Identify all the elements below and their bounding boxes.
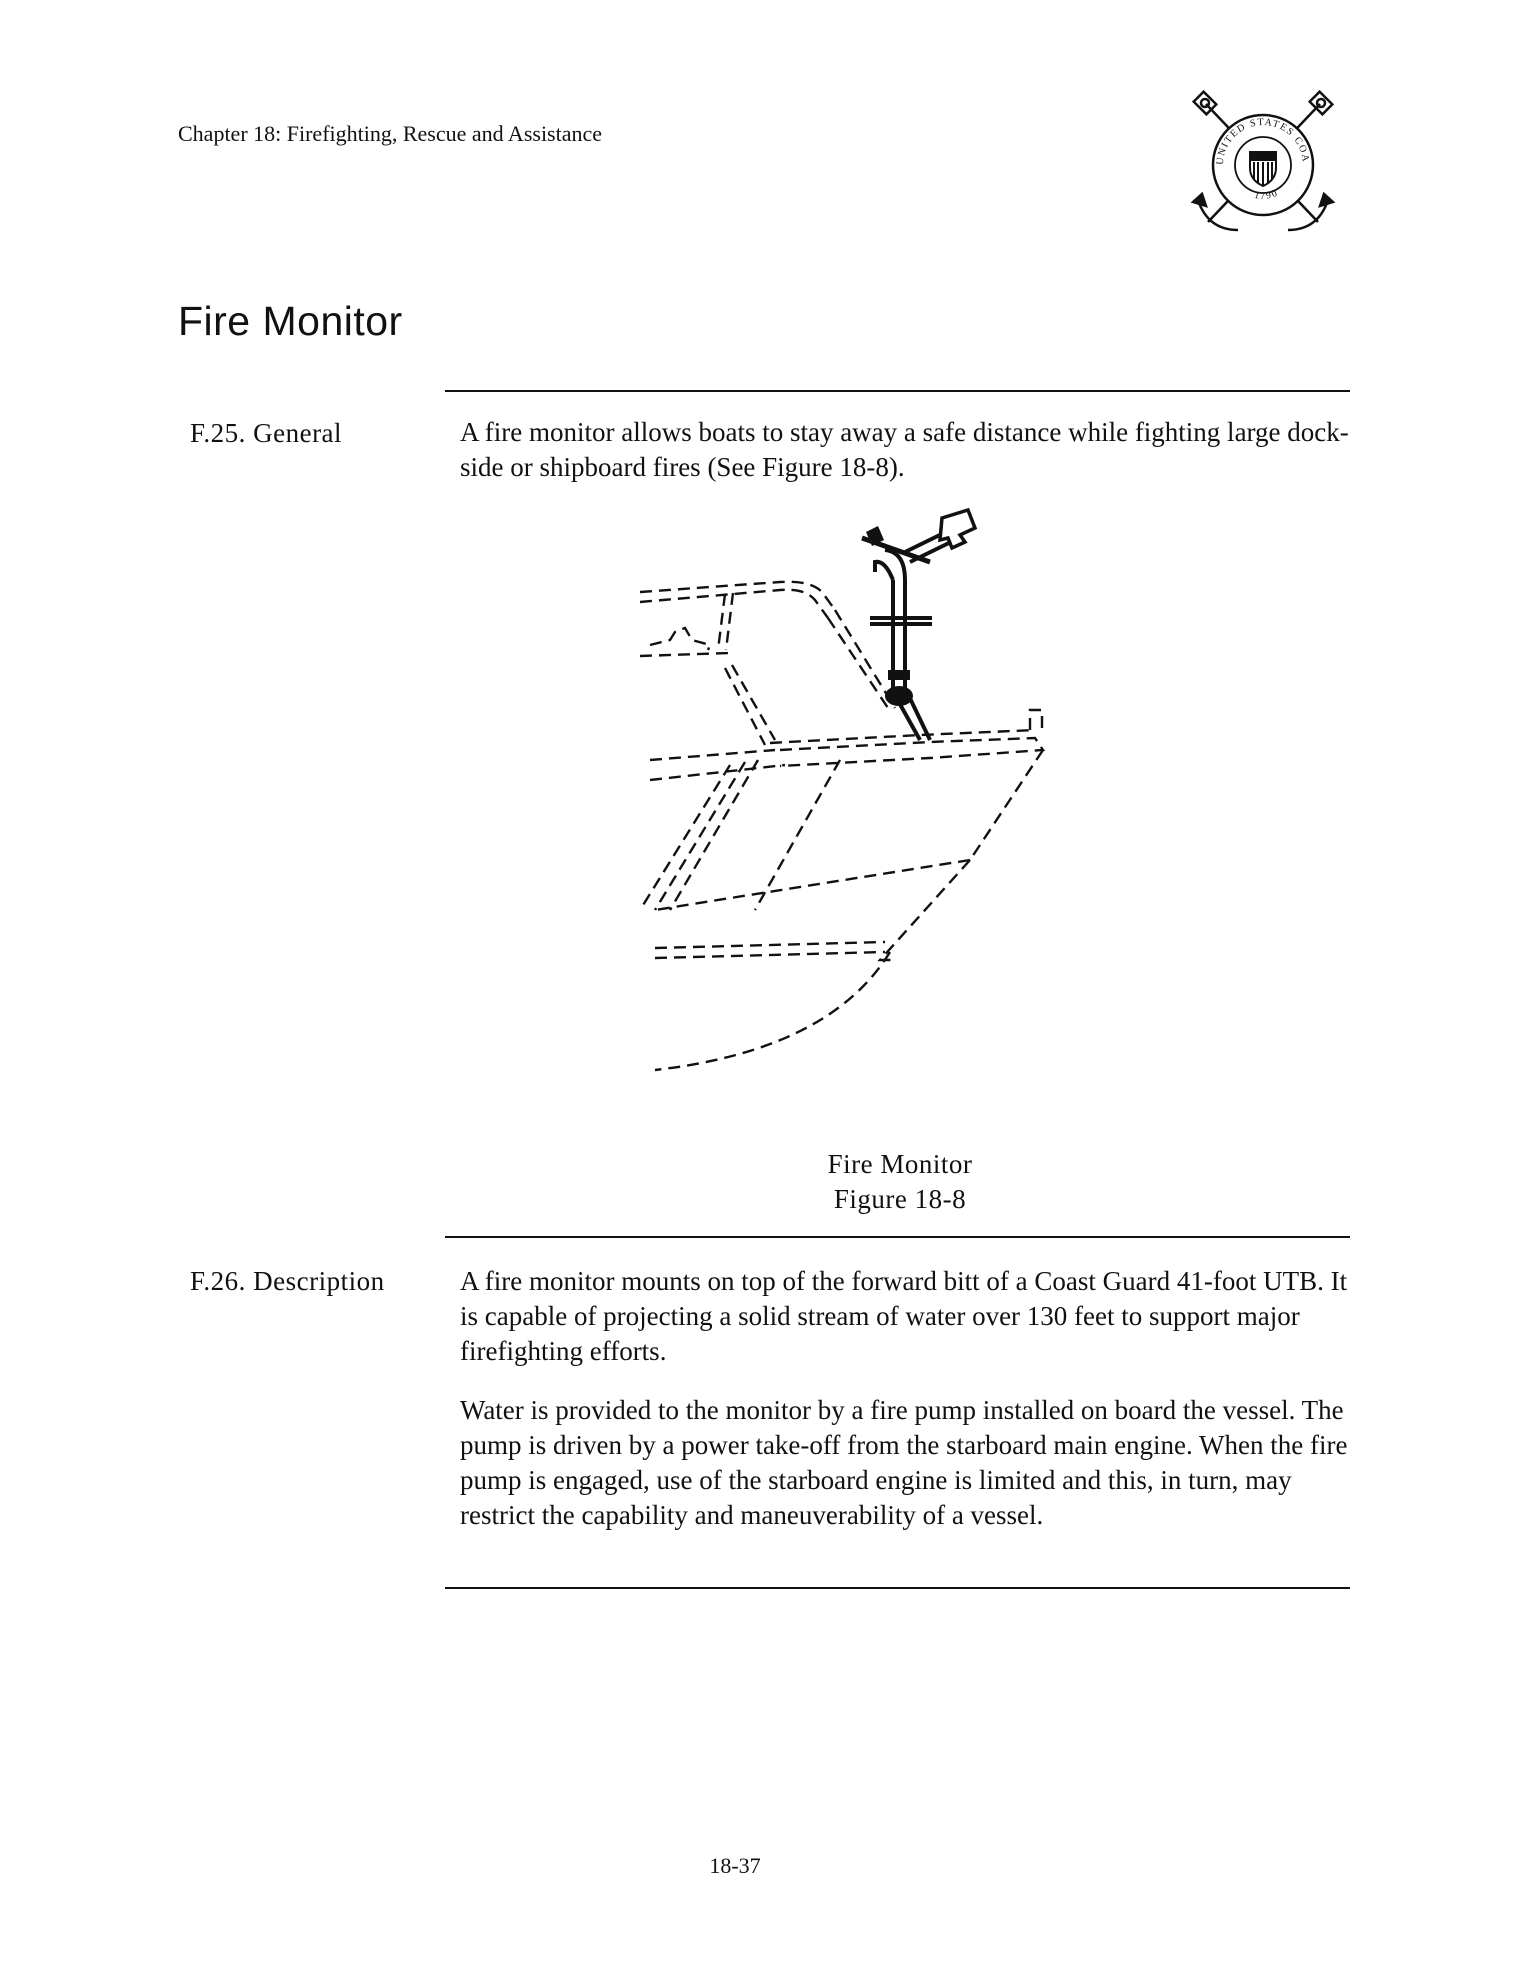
page-title: Fire Monitor xyxy=(178,298,403,344)
coast-guard-seal-icon: UNITED STATES COAST GUARD 1790 xyxy=(1188,90,1336,232)
page-number: 18-37 xyxy=(709,1853,761,1878)
figure-caption-title: Fire Monitor xyxy=(827,1149,973,1179)
subsection-heading-general: F.25. General xyxy=(190,418,343,448)
description-paragraph-2: Water is provided to the monitor by a fi… xyxy=(460,1395,1348,1530)
section-divider xyxy=(445,390,1350,392)
general-paragraph: A fire monitor allows boats to stay away… xyxy=(460,417,1349,482)
section-divider xyxy=(445,1236,1350,1238)
seal-year: 1790 xyxy=(1253,187,1278,201)
subsection-heading-description: F.26. Description xyxy=(190,1266,385,1296)
running-header: Chapter 18: Firefighting, Rescue and Ass… xyxy=(178,121,603,146)
fire-monitor-on-boat-bow-icon xyxy=(638,507,1046,1072)
section-divider xyxy=(445,1587,1350,1589)
description-paragraph-1: A fire monitor mounts on top of the forw… xyxy=(460,1266,1348,1366)
figure-caption-number: Figure 18-8 xyxy=(833,1184,967,1214)
svg-text:1790: 1790 xyxy=(1253,187,1280,201)
